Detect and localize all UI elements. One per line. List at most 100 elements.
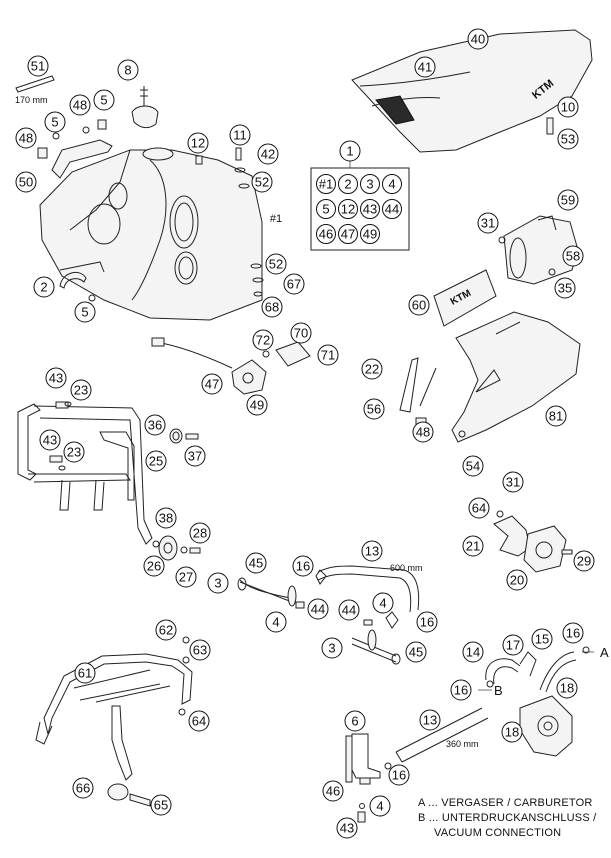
callout-circle — [69, 94, 91, 116]
callout-number: 71 — [321, 348, 335, 363]
callout-number: 58 — [566, 249, 580, 264]
callout-number: 47 — [205, 377, 219, 392]
callout-16: 16 — [450, 679, 472, 701]
callout-circle — [246, 394, 268, 416]
kit-cell-43: 43 — [360, 199, 380, 219]
callout-number: 18 — [560, 681, 574, 696]
callout-number: 51 — [31, 59, 45, 74]
callout-44: 44 — [307, 598, 329, 620]
kit-cell-4: 4 — [382, 174, 402, 194]
callout-number: 64 — [472, 501, 486, 516]
callout-56: 56 — [363, 398, 385, 420]
callout-number: 44 — [311, 602, 325, 617]
callout-number: 48 — [73, 98, 87, 113]
fuel-pump-20 — [493, 510, 573, 573]
callout-circle — [15, 127, 37, 149]
connection-letter-b: B — [494, 683, 503, 698]
callout-circle — [144, 414, 166, 436]
callout-number: 46 — [326, 784, 340, 799]
fuel-valve-right — [351, 611, 401, 665]
strap — [399, 357, 437, 429]
callout-circle — [15, 171, 37, 193]
callout-circle — [265, 253, 287, 275]
frame-bracket-25 — [17, 401, 153, 545]
callout-18: 18 — [556, 677, 578, 699]
callout-circle — [363, 398, 385, 420]
callout-circle — [207, 572, 229, 594]
callout-18: 18 — [501, 721, 523, 743]
callout-number: 5 — [81, 305, 88, 320]
callout-number: 20 — [510, 573, 524, 588]
callout-16: 16 — [292, 555, 314, 577]
callout-number: 13 — [423, 713, 437, 728]
callout-66: 66 — [72, 777, 94, 799]
callout-number: 64 — [192, 714, 206, 729]
callout-circle — [321, 637, 343, 659]
callout-16: 16 — [388, 764, 410, 786]
callout-45: 45 — [405, 641, 427, 663]
callout-number: 3 — [214, 576, 221, 591]
callout-circle — [245, 552, 267, 574]
callout-4: 4 — [372, 592, 394, 614]
callout-circle — [462, 641, 484, 663]
callout-circle — [63, 441, 85, 463]
callout-circle — [545, 405, 567, 427]
callout-number: 44 — [342, 603, 356, 618]
callout-44: 44 — [338, 599, 360, 621]
part-drawings: KTM KTM — [15, 29, 594, 823]
kit-cell-number: 49 — [363, 227, 377, 242]
callout-number: 16 — [296, 559, 310, 574]
callout-36: 36 — [144, 414, 166, 436]
callout-circle — [93, 89, 115, 111]
callout-number: 16 — [566, 626, 580, 641]
callout-circle — [265, 611, 287, 633]
callout-circle — [187, 132, 209, 154]
callout-number: 45 — [249, 556, 263, 571]
callout-circle — [229, 124, 251, 146]
connection-arrows — [478, 651, 594, 691]
connection-letter-a: A — [600, 645, 609, 660]
callout-42: 42 — [257, 143, 279, 165]
callout-circle — [257, 143, 279, 165]
callout-circle — [416, 611, 438, 633]
callout-number: 17 — [506, 638, 520, 653]
callout-circle — [143, 555, 165, 577]
hose-short-note: 360 mm — [446, 739, 479, 749]
callout-circle — [252, 329, 274, 351]
callout-circle — [44, 111, 66, 133]
clamp-2 — [59, 271, 96, 302]
callout-number: 26 — [147, 559, 161, 574]
callout-number: 16 — [454, 683, 468, 698]
callout-14: 14 — [462, 641, 484, 663]
callout-number: 49 — [250, 398, 264, 413]
hose-13-upper — [317, 565, 420, 613]
callout-number: 66 — [76, 781, 90, 796]
callout-71: 71 — [317, 344, 339, 366]
kit-cell-12: 12 — [338, 199, 358, 219]
callout-48: 48 — [69, 94, 91, 116]
callout-67: 67 — [283, 273, 305, 295]
kit-cell-circle — [338, 174, 358, 194]
callout-circle — [45, 367, 67, 389]
callout-3: 3 — [207, 572, 229, 594]
callout-81: 81 — [545, 405, 567, 427]
kit-cell-2: 2 — [338, 174, 358, 194]
callout-70: 70 — [290, 322, 312, 344]
kit-cell-number: 44 — [385, 202, 399, 217]
callout-16: 16 — [562, 622, 584, 644]
callout-43: 43 — [336, 817, 358, 839]
kit-cell-number: 43 — [363, 202, 377, 217]
callout-number: 54 — [466, 459, 480, 474]
callout-circle — [283, 273, 305, 295]
callout-number: 65 — [154, 798, 168, 813]
callout-5: 5 — [74, 301, 96, 323]
callout-circle — [184, 445, 206, 467]
callout-43: 43 — [45, 367, 67, 389]
panel-60: KTM — [433, 269, 497, 327]
callout-number: 1 — [346, 144, 353, 159]
callout-circle — [201, 373, 223, 395]
kit-cell-number: #1 — [319, 177, 333, 192]
kit-cell-47: 47 — [338, 224, 358, 244]
callout-circle — [188, 710, 210, 732]
